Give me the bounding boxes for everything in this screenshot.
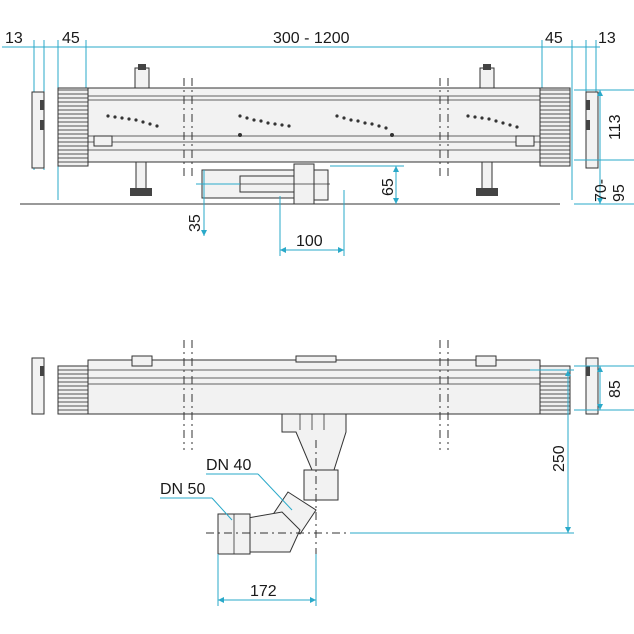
- right-height-dims: 113 70- 95: [574, 89, 634, 205]
- dim-113: 113: [607, 114, 624, 140]
- outlet-dims: 65 35 100: [187, 165, 404, 256]
- top-dimension-chain: 13 45 300 - 1200 45 13: [2, 30, 616, 200]
- dim-45-right: 45: [545, 30, 563, 47]
- dim-250: 250: [551, 445, 568, 472]
- dim-100: 100: [296, 233, 323, 250]
- dim-35: 35: [187, 214, 204, 232]
- dim-65: 65: [380, 178, 397, 196]
- label-dn50: DN 50: [160, 481, 205, 498]
- break-lines-top: [183, 78, 449, 176]
- dim-length-range: 300 - 1200: [273, 30, 350, 47]
- dim-13-left: 13: [5, 30, 23, 47]
- dim-85: 85: [607, 380, 624, 398]
- dim-feet-bottom: 95: [611, 184, 628, 202]
- right-end-cap: [585, 91, 599, 169]
- outlet-pipe-side: [217, 413, 347, 555]
- top-view: 13 45 300 - 1200 45 13: [2, 30, 634, 256]
- left-end-cap: [31, 91, 45, 169]
- side-view: 85 250 DN 40 DN 50 172: [31, 340, 634, 606]
- dim-172: 172: [250, 583, 277, 600]
- label-dn40: DN 40: [206, 457, 251, 474]
- channel-body-top: [20, 64, 571, 205]
- slope-markers: [106, 114, 519, 137]
- dim-feet-top: 70-: [593, 179, 610, 202]
- outlet-top-view: [201, 163, 330, 205]
- dim-13-right: 13: [598, 30, 616, 47]
- dim-45-left: 45: [62, 30, 80, 47]
